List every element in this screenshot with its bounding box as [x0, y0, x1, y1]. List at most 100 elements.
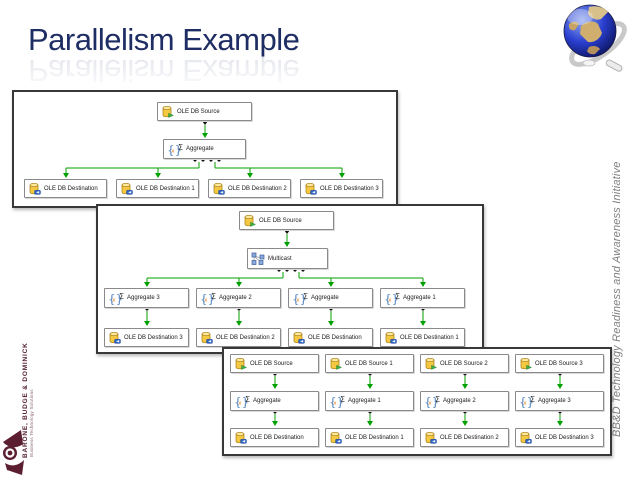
database-destination-icon [234, 431, 247, 444]
aggregate-icon: {x}Σ [384, 292, 400, 305]
node-source: OLE DB Source 3 [515, 354, 604, 373]
svg-text:{: { [384, 292, 392, 305]
svg-text:{: { [329, 395, 337, 408]
svg-text:{: { [167, 143, 175, 156]
database-destination-icon [212, 182, 225, 195]
svg-text:x: x [333, 400, 337, 406]
node-aggregate: {x}Σ Aggregate 1 [325, 391, 414, 411]
database-destination-icon [200, 331, 213, 344]
node-destination: OLE DB Destination 1 [116, 179, 199, 198]
database-destination-icon [28, 182, 41, 195]
database-source-icon [519, 357, 532, 370]
svg-text:x: x [204, 297, 208, 303]
node-aggregate: {x}Σ Aggregate 1 [380, 288, 465, 308]
node-destination: OLE DB Destination 3 [104, 328, 189, 347]
svg-text:}: } [242, 395, 250, 408]
node-destination: OLE DB Destination 3 [515, 428, 604, 447]
svg-text:Σ: Σ [530, 395, 535, 404]
svg-text:}: } [392, 292, 400, 305]
page-title: Parallelism Example [28, 22, 300, 57]
pipeline-panel-aggregate-fanout: OLE DB Source {x}Σ Aggregate OLE DB Dest… [12, 90, 398, 208]
database-source-icon [329, 357, 342, 370]
database-source-icon [243, 214, 256, 227]
svg-text:x: x [112, 297, 116, 303]
node-aggregate: {x}Σ Aggregate [230, 391, 319, 411]
svg-text:Σ: Σ [245, 395, 250, 404]
company-logo-icon [3, 430, 24, 475]
svg-text:x: x [238, 400, 242, 406]
database-destination-icon [384, 331, 397, 344]
svg-text:}: } [175, 143, 183, 156]
pipeline-panel-multicast: OLE DB Source Multicast {x}Σ Aggregate 3… [96, 204, 484, 354]
node-aggregate: {x}Σ Aggregate 3 [515, 391, 604, 411]
connector-wires [144, 230, 426, 326]
svg-text:Σ: Σ [395, 292, 400, 301]
database-source-icon [424, 357, 437, 370]
svg-text:}: } [527, 395, 535, 408]
database-destination-icon [120, 182, 133, 195]
node-source: OLE DB Source 2 [420, 354, 509, 373]
node-destination: OLE DB Destination [24, 179, 107, 198]
pipeline-panel-parallel-columns: OLE DB Source {x}Σ Aggregate OLE DB Dest… [222, 347, 612, 456]
aggregate-icon: {x}Σ [108, 292, 124, 305]
aggregate-icon: {x}Σ [424, 395, 440, 408]
svg-text:Σ: Σ [435, 395, 440, 404]
node-destination: OLE DB Destination 1 [380, 328, 465, 347]
svg-text:}: } [208, 292, 216, 305]
node-multicast: Multicast [247, 248, 328, 269]
node-aggregate: {x}Σ Aggregate 2 [196, 288, 281, 308]
svg-text:}: } [432, 395, 440, 408]
database-source-icon [161, 105, 174, 118]
node-destination: OLE DB Destination 3 [300, 179, 383, 198]
initiative-vertical-text: BB&D Technology Readiness and Awareness … [611, 161, 623, 437]
node-destination: OLE DB Destination 2 [420, 428, 509, 447]
svg-text:}: } [337, 395, 345, 408]
company-tagline-vertical-text: Business Technology Solutions [29, 389, 34, 457]
node-aggregate: {x}Σ Aggregate 2 [420, 391, 509, 411]
multicast-icon [251, 252, 265, 265]
svg-text:Σ: Σ [119, 292, 124, 301]
svg-text:}: } [116, 292, 124, 305]
svg-text:{: { [519, 395, 527, 408]
database-source-icon [234, 357, 247, 370]
svg-text:Σ: Σ [178, 143, 183, 152]
database-destination-icon [329, 431, 342, 444]
node-aggregate: {x}Σ Aggregate [163, 139, 246, 159]
svg-text:Σ: Σ [211, 292, 216, 301]
svg-text:{: { [424, 395, 432, 408]
node-aggregate: {x}Σ Aggregate [288, 288, 373, 308]
svg-text:{: { [108, 292, 116, 305]
database-destination-icon [424, 431, 437, 444]
aggregate-icon: {x}Σ [329, 395, 345, 408]
aggregate-icon: {x}Σ [167, 143, 183, 156]
globe-magnifier-icon [563, 4, 627, 72]
svg-text:{: { [292, 292, 300, 305]
aggregate-icon: {x}Σ [292, 292, 308, 305]
node-source: OLE DB Source [157, 102, 252, 121]
database-destination-icon [292, 331, 305, 344]
svg-text:x: x [388, 297, 392, 303]
database-destination-icon [108, 331, 121, 344]
svg-text:x: x [296, 297, 300, 303]
aggregate-icon: {x}Σ [234, 395, 250, 408]
database-destination-icon [519, 431, 532, 444]
node-destination: OLE DB Destination [288, 328, 373, 347]
svg-text:x: x [428, 400, 432, 406]
aggregate-icon: {x}Σ [200, 292, 216, 305]
node-destination: OLE DB Destination [230, 428, 319, 447]
node-source: OLE DB Source 1 [325, 354, 414, 373]
node-destination: OLE DB Destination 1 [325, 428, 414, 447]
svg-text:Σ: Σ [340, 395, 345, 404]
svg-text:{: { [200, 292, 208, 305]
svg-text:{: { [234, 395, 242, 408]
aggregate-icon: {x}Σ [519, 395, 535, 408]
node-source: OLE DB Source [230, 354, 319, 373]
svg-text:x: x [171, 148, 175, 154]
svg-text:x: x [523, 400, 527, 406]
connector-wires [272, 373, 563, 426]
node-aggregate: {x}Σ Aggregate 3 [104, 288, 189, 308]
svg-text:}: } [300, 292, 308, 305]
svg-text:Σ: Σ [303, 292, 308, 301]
connector-wires [63, 121, 345, 178]
